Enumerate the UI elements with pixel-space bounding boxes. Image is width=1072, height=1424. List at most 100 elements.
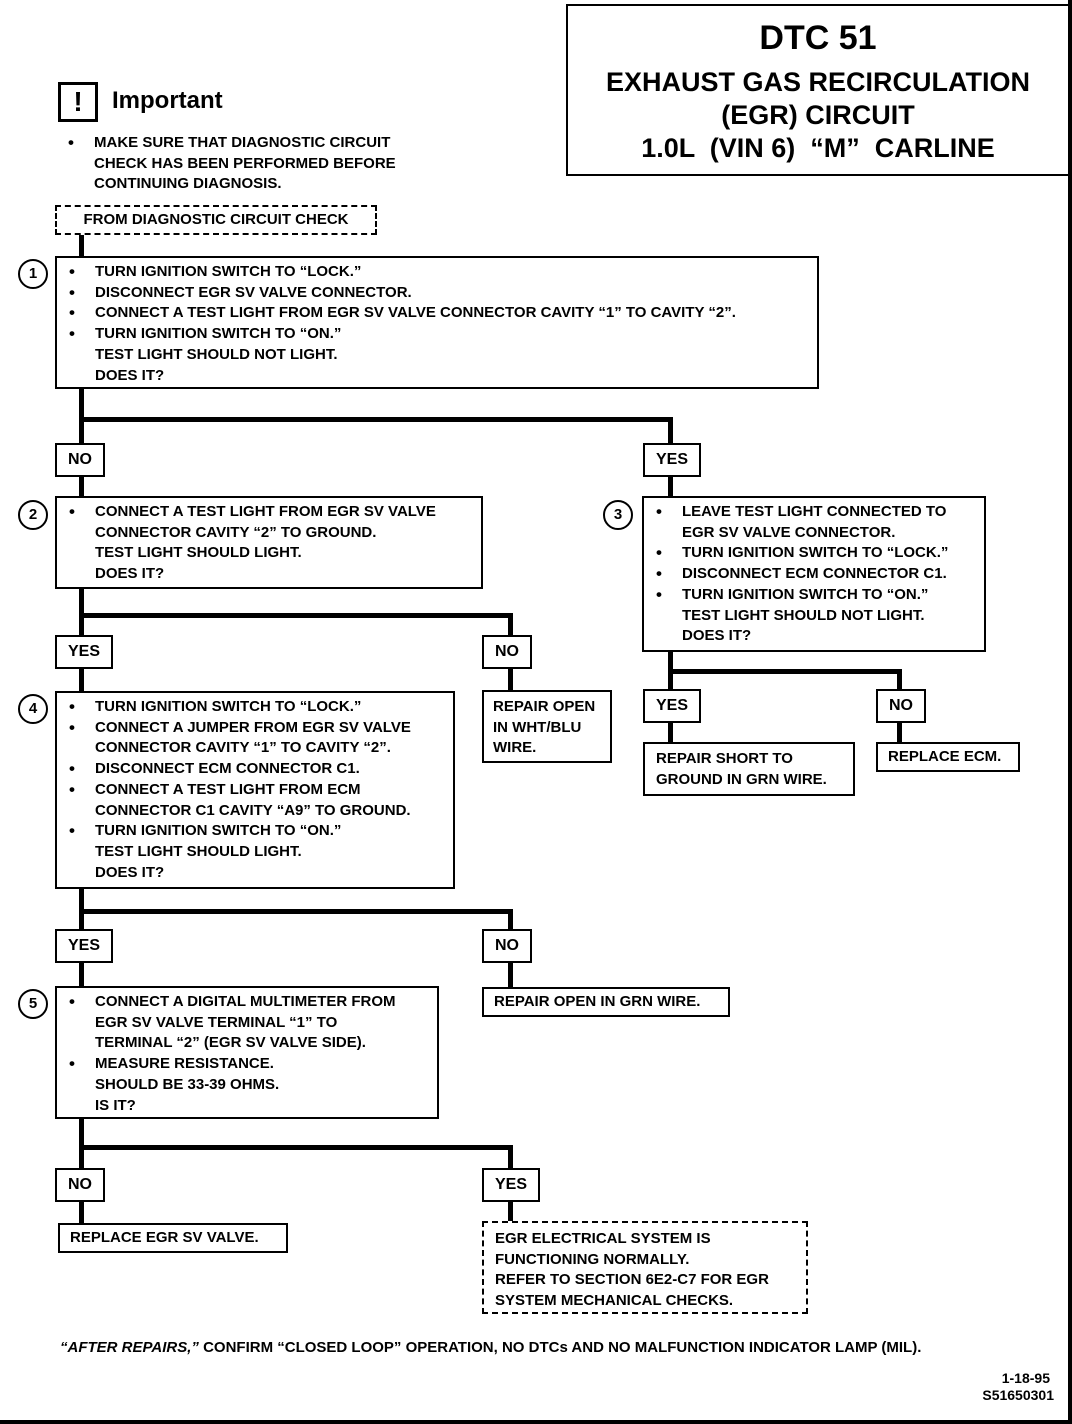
step-3-number: 3 [603,500,633,530]
step-line: DOES IT? [95,863,165,881]
step-line: SHOULD BE 33-39 OHMS. [95,1075,280,1093]
step-2-number: 2 [18,500,48,530]
result-line: REPAIR SHORT TO [656,750,793,767]
step-3-no-label: NO [876,689,926,723]
step-line: DISCONNECT ECM CONNECTOR C1. [644,564,984,585]
result-line: SYSTEM MECHANICAL CHECKS. [495,1292,734,1310]
connector-line [668,669,902,674]
result-replace-egr-sv-valve: REPLACE EGR SV VALVE. [58,1223,288,1253]
step-line: TURN IGNITION SWITCH TO “ON.” [57,324,817,345]
connector-line [79,477,84,496]
step-line: CONNECT A JUMPER FROM EGR SV VALVE [57,718,453,739]
result-repair-open-grn: REPAIR OPEN IN GRN WIRE. [482,987,730,1017]
connector-line [897,669,902,690]
step-line: TURN IGNITION SWITCH TO “LOCK.” [644,543,984,564]
result-line: REPAIR OPEN IN GRN WIRE. [494,993,701,1010]
step-2-yes-label: YES [55,635,113,669]
step-line: DOES IT? [682,627,752,645]
step-2-box: CONNECT A TEST LIGHT FROM EGR SV VALVECO… [55,496,483,589]
connector-line [508,909,513,931]
step-1-text: TURN IGNITION SWITCH TO “LOCK.”DISCONNEC… [57,262,817,386]
step-1-no-label: NO [55,443,105,477]
step-line: CONNECTOR C1 CAVITY “A9” TO GROUND. [95,801,411,819]
step-line: CONTINUING DIAGNOSIS. [94,175,282,193]
result-repair-short-grn: REPAIR SHORT TO GROUND IN GRN WIRE. [643,742,855,796]
result-line: IN WHT/BLU [493,718,582,736]
result-line: REPLACE ECM. [888,748,1002,765]
connector-line [79,1202,84,1224]
connector-line [79,909,513,914]
step-4-number: 4 [18,694,48,724]
step-1-number: 1 [18,259,48,289]
step-line: MAKE SURE THAT DIAGNOSTIC CIRCUIT [56,133,476,154]
connector-line [668,722,673,744]
step-line: CONNECTOR CAVITY “2” TO GROUND. [95,523,377,541]
after-repairs-italic: “AFTER REPAIRS,” [60,1339,199,1356]
step-3-yes-label: YES [643,689,701,723]
step-line: TERMINAL “2” (EGR SV VALVE SIDE). [95,1034,366,1052]
after-repairs-note: “AFTER REPAIRS,” CONFIRM “CLOSED LOOP” O… [60,1338,1050,1359]
step-4-box: TURN IGNITION SWITCH TO “LOCK.”CONNECT A… [55,691,455,889]
step-line: DISCONNECT ECM CONNECTOR C1. [57,759,453,780]
connector-line [508,1202,513,1222]
step-line: LEAVE TEST LIGHT CONNECTED TO [644,502,984,523]
step-5-no-label: NO [55,1168,105,1202]
step-line: TEST LIGHT SHOULD LIGHT. [95,842,302,860]
important-heading: Important [112,87,223,114]
result-replace-ecm: REPLACE ECM. [876,742,1020,772]
step-line: MEASURE RESISTANCE. [57,1054,437,1075]
step-line: TEST LIGHT SHOULD LIGHT. [95,544,302,562]
dtc-code: DTC 51 [759,19,877,57]
step-line: DOES IT? [95,565,165,583]
result-line: FUNCTIONING NORMALLY. [495,1250,690,1268]
connector-line [79,1145,513,1150]
connector-line [79,1119,84,1170]
step-line: DISCONNECT EGR SV VALVE CONNECTOR. [57,283,817,304]
step-line: CONNECT A TEST LIGHT FROM EGR SV VALVE C… [57,303,817,324]
step-line: IS IT? [95,1096,136,1114]
connector-line [897,722,902,744]
result-line: REPLACE EGR SV VALVE. [70,1229,259,1246]
step-1-yes-label: YES [643,443,701,477]
step-2-no-label: NO [482,635,532,669]
title-line-1: EXHAUST GAS RECIRCULATION [605,67,1030,97]
connector-line [79,389,84,444]
connector-line [79,669,84,691]
step-line: TURN IGNITION SWITCH TO “LOCK.” [57,262,817,283]
connector-line [79,963,84,986]
result-line: EGR ELECTRICAL SYSTEM IS [495,1230,711,1247]
start-box: FROM DIAGNOSTIC CIRCUIT CHECK [55,205,377,235]
exclamation-icon: ! [58,82,98,122]
step-1-box: TURN IGNITION SWITCH TO “LOCK.”DISCONNEC… [55,256,819,389]
step-line: TURN IGNITION SWITCH TO “ON.” [644,585,984,606]
step-line: EGR SV VALVE TERMINAL “1” TO [95,1013,338,1031]
connector-line [508,613,513,637]
connector-line [508,669,513,692]
step-line: CONNECT A TEST LIGHT FROM ECM [57,780,453,801]
step-line: CONNECTOR CAVITY “1” TO CAVITY “2”. [95,739,391,757]
result-line: WIRE. [493,739,537,757]
connector-line [668,477,673,496]
result-line: REFER TO SECTION 6E2-C7 FOR EGR [495,1271,769,1289]
step-5-yes-label: YES [482,1168,540,1202]
result-system-normal: EGR ELECTRICAL SYSTEM IS FUNCTIONING NOR… [482,1221,808,1314]
connector-line [668,417,673,444]
step-2-text: CONNECT A TEST LIGHT FROM EGR SV VALVECO… [57,502,481,585]
connector-line [79,417,673,422]
step-line: CONNECT A TEST LIGHT FROM EGR SV VALVE [57,502,481,523]
step-line: TURN IGNITION SWITCH TO “LOCK.” [57,697,453,718]
after-repairs-text: CONFIRM “CLOSED LOOP” OPERATION, NO DTCs… [198,1339,922,1356]
title-line-3: 1.0L (VIN 6) “M” CARLINE [641,133,995,163]
step-line: TURN IGNITION SWITCH TO “ON.” [57,821,453,842]
document-code: S51650301 [982,1387,1054,1403]
result-line: REPAIR OPEN [493,698,596,715]
step-line: EGR SV VALVE CONNECTOR. [682,523,896,541]
result-line: GROUND IN GRN WIRE. [656,770,827,788]
